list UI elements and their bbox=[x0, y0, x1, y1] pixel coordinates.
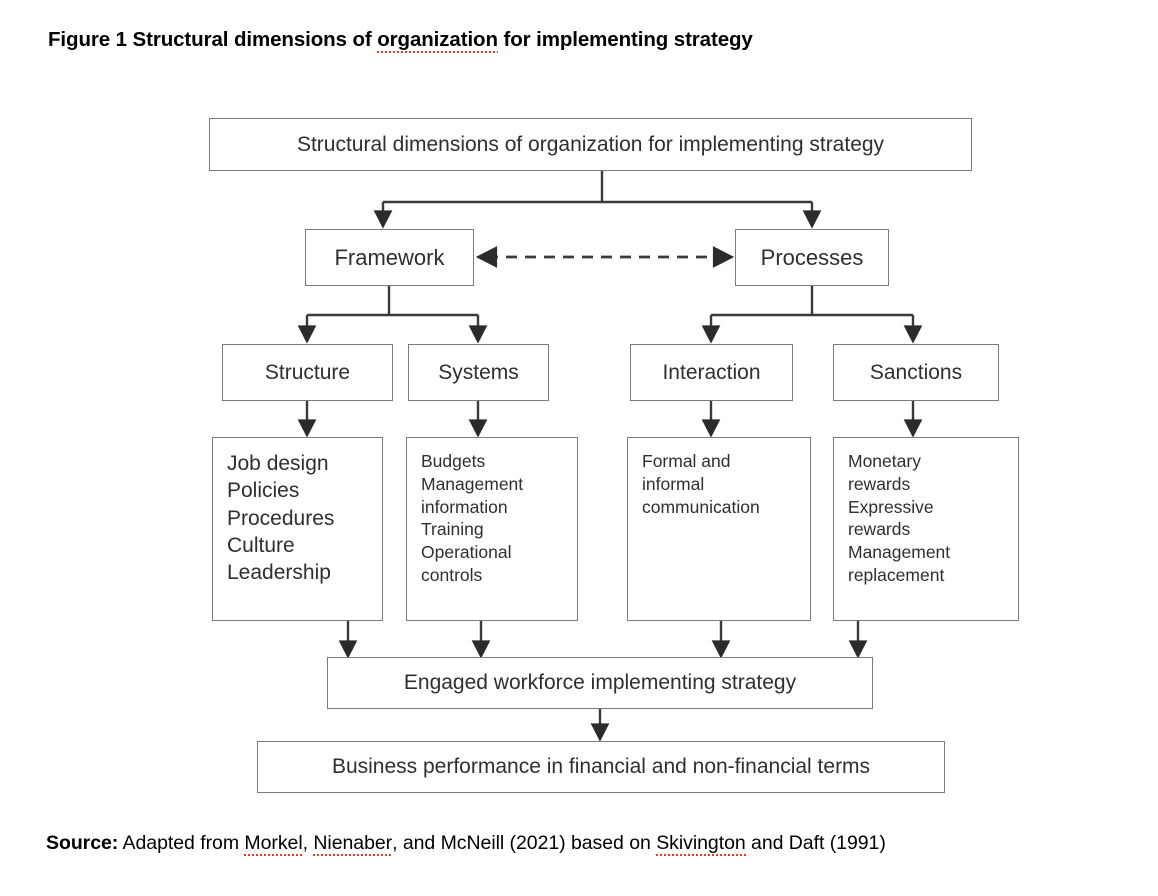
node-structure-label: Structure bbox=[264, 360, 351, 384]
node-sanctions-label: Sanctions bbox=[869, 360, 963, 384]
node-interaction[interactable]: Interaction bbox=[630, 344, 793, 401]
source-name-skivington: Skivington bbox=[656, 832, 746, 856]
node-framework-details[interactable]: Job design Policies Procedures Culture L… bbox=[212, 437, 383, 621]
node-sanctions[interactable]: Sanctions bbox=[833, 344, 999, 401]
source-text-4: and Daft (1991) bbox=[745, 832, 886, 854]
node-root-label: Structural dimensions of organization fo… bbox=[296, 132, 885, 156]
node-workforce-label: Engaged workforce implementing strategy bbox=[403, 671, 797, 694]
source-text-1: Adapted from bbox=[118, 832, 245, 854]
node-systems[interactable]: Systems bbox=[408, 344, 549, 401]
figure-caption-suffix: for implementing strategy bbox=[497, 28, 753, 51]
node-interaction-details[interactable]: Formal and informal communication bbox=[627, 437, 811, 621]
node-sanctions-details-label: Monetary rewards Expressive rewards Mana… bbox=[848, 451, 951, 585]
node-workforce[interactable]: Engaged workforce implementing strategy bbox=[327, 657, 873, 709]
node-performance-label: Business performance in financial and no… bbox=[331, 755, 871, 778]
node-interaction-details-label: Formal and informal communication bbox=[642, 451, 760, 517]
figure-caption: Figure 1 Structural dimensions of organi… bbox=[48, 28, 753, 53]
node-root[interactable]: Structural dimensions of organization fo… bbox=[209, 118, 972, 171]
node-systems-details-label: Budgets Management information Training … bbox=[421, 451, 524, 585]
node-performance[interactable]: Business performance in financial and no… bbox=[257, 741, 945, 793]
source-name-morkel: Morkel bbox=[244, 832, 303, 856]
source-text-2: , bbox=[302, 832, 314, 854]
source-text-3: , and McNeill (2021) based on bbox=[392, 832, 657, 854]
node-systems-label: Systems bbox=[438, 360, 519, 384]
source-name-nienaber: Nienaber bbox=[313, 832, 393, 856]
source-line: Source: Adapted from Morkel, Nienaber, a… bbox=[46, 832, 886, 856]
node-interaction-label: Interaction bbox=[662, 360, 761, 384]
node-sanctions-details[interactable]: Monetary rewards Expressive rewards Mana… bbox=[833, 437, 1019, 621]
figure-caption-prefix: Figure 1 Structural dimensions of bbox=[48, 28, 378, 51]
figure-caption-misspelled-word: organization bbox=[377, 28, 498, 53]
source-label: Source: bbox=[46, 832, 119, 854]
node-framework[interactable]: Framework bbox=[305, 229, 474, 286]
node-systems-details[interactable]: Budgets Management information Training … bbox=[406, 437, 578, 621]
node-framework-details-label: Job design Policies Procedures Culture L… bbox=[227, 452, 335, 585]
node-processes[interactable]: Processes bbox=[735, 229, 889, 286]
node-framework-label: Framework bbox=[334, 244, 445, 270]
node-structure[interactable]: Structure bbox=[222, 344, 393, 401]
node-processes-label: Processes bbox=[760, 244, 864, 270]
